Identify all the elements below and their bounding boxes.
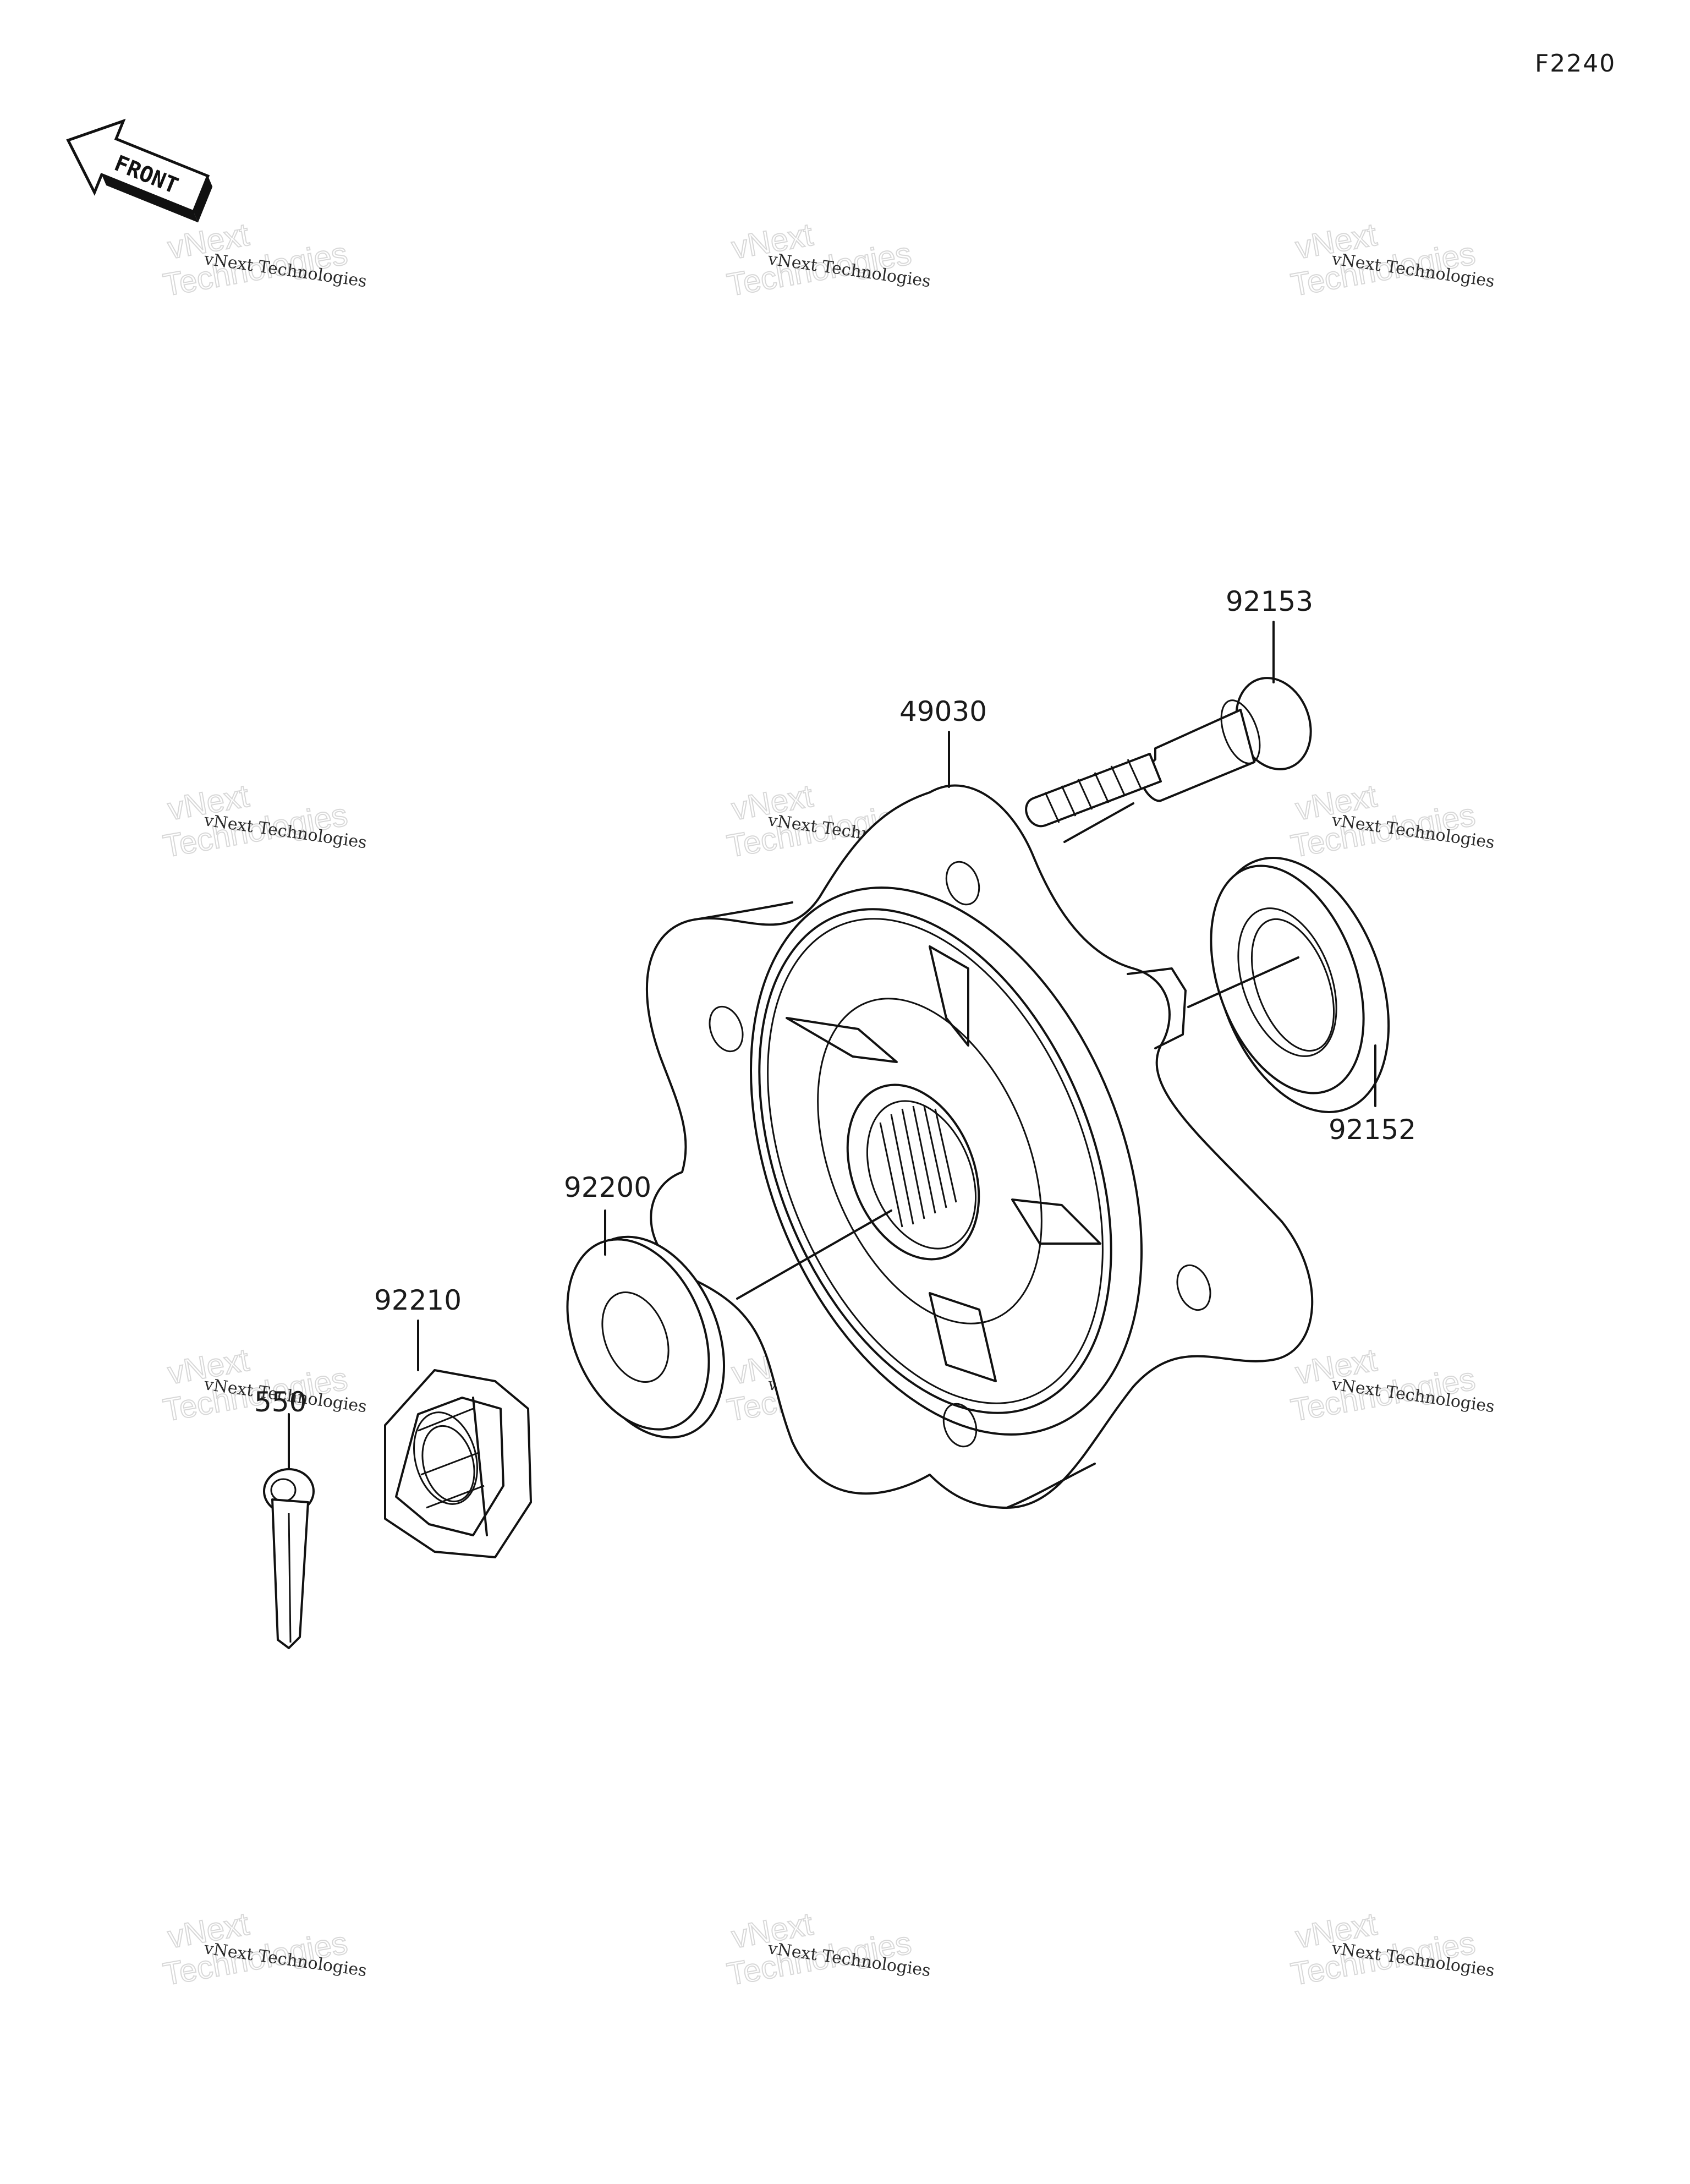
watermark: vNext Technologies xyxy=(160,778,351,865)
spline-lines xyxy=(879,1105,957,1228)
part-label-92152: 92152 xyxy=(1329,1114,1416,1146)
watermark: vNext Technologies xyxy=(1288,1906,1479,1993)
hub-bolt-92153-drawing xyxy=(1025,677,1312,828)
watermark: vNext Technologies xyxy=(724,216,915,304)
figure-code: F2240 xyxy=(1535,50,1616,78)
hub-49030-drawing xyxy=(645,784,1314,1509)
watermark: vNext Technologies xyxy=(1288,1342,1479,1429)
part-label-550: 550 xyxy=(254,1386,306,1418)
watermark: vNext Technologies xyxy=(160,1342,351,1429)
leader-lines xyxy=(288,621,1376,1470)
castle-nut-92210-drawing xyxy=(384,1369,532,1558)
oil-seal-92152-drawing xyxy=(1210,857,1390,1113)
watermark: vNext Technologies xyxy=(724,1906,915,1993)
watermark: vNext Technologies xyxy=(1288,778,1479,865)
watermark: vNext Technologies xyxy=(160,1906,351,1993)
front-arrow-icon: FRONT xyxy=(66,118,213,223)
part-label-92200: 92200 xyxy=(564,1172,651,1203)
part-label-92153: 92153 xyxy=(1226,585,1313,617)
part-label-92210: 92210 xyxy=(374,1284,462,1316)
washer-92200-drawing xyxy=(566,1235,726,1439)
cotter-pin-550-drawing xyxy=(263,1468,315,1649)
part-label-49030: 49030 xyxy=(899,696,987,727)
watermark: vNext Technologies xyxy=(1288,216,1479,304)
